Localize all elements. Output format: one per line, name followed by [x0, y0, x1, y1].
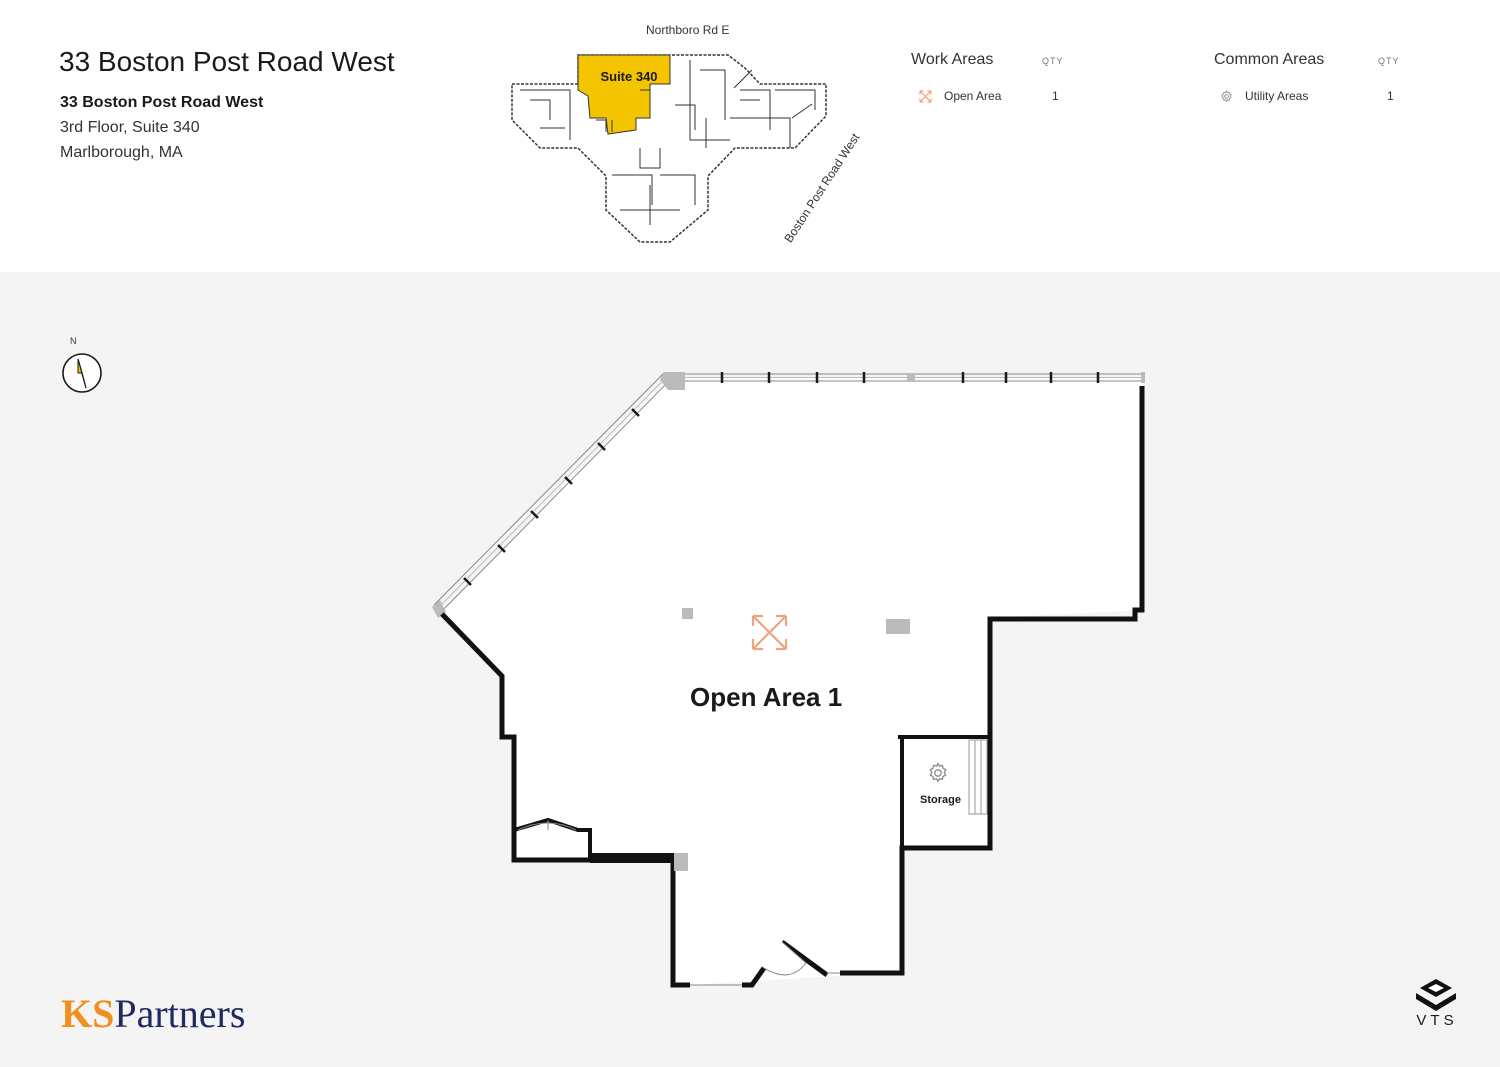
- street-label-north: Northboro Rd E: [646, 23, 730, 37]
- legend-item-qty: 1: [1387, 89, 1394, 103]
- gear-icon: [1221, 89, 1232, 102]
- legend-item-qty: 1: [1052, 89, 1059, 103]
- page-title: 33 Boston Post Road West: [59, 46, 395, 77]
- key-plan-suite-label: Suite 340: [600, 69, 657, 84]
- legend-work-areas-title: Work Areas: [911, 51, 994, 68]
- brand-ks: KS: [61, 991, 115, 1036]
- key-plan-map: Suite 340: [511, 54, 827, 243]
- expand-arrows-icon: [919, 89, 932, 103]
- ks-partners-logo: KSPartners: [61, 990, 245, 1037]
- exterior-walls: [440, 386, 1145, 988]
- compass-north-label: N: [70, 336, 77, 346]
- legend-item-label: Open Area: [944, 89, 1002, 103]
- legend-common-areas-qty-header: QTY: [1378, 56, 1400, 66]
- storage-walls: [898, 735, 988, 848]
- address-city: Marlborough, MA: [60, 144, 183, 161]
- legend-common-areas-title: Common Areas: [1214, 51, 1325, 68]
- column: [886, 619, 910, 634]
- brand-partners: Partners: [114, 991, 246, 1036]
- compass-icon: [62, 353, 102, 393]
- vts-wordmark: VTS: [1416, 1012, 1458, 1029]
- legend-item-label: Utility Areas: [1245, 89, 1309, 103]
- legend-item-utility-areas: Utility Areas: [1220, 89, 1308, 103]
- header-panel: [0, 0, 1500, 272]
- legend-work-areas-qty-header: QTY: [1042, 56, 1064, 66]
- vts-logo-icon: [1416, 979, 1456, 1011]
- open-area-expand-icon: [751, 614, 788, 651]
- legend-item-open-area: Open Area: [919, 89, 1001, 103]
- open-area-label: Open Area 1: [690, 682, 843, 712]
- window-wall: [432, 372, 1145, 618]
- address-floor-suite: 3rd Floor, Suite 340: [60, 119, 200, 136]
- open-area-floor: [440, 377, 1143, 985]
- address-name: 33 Boston Post Road West: [60, 94, 264, 111]
- column: [682, 608, 693, 619]
- storage-gear-icon: [929, 762, 947, 783]
- storage-label: Storage: [920, 794, 961, 806]
- storage-floor: [900, 737, 988, 846]
